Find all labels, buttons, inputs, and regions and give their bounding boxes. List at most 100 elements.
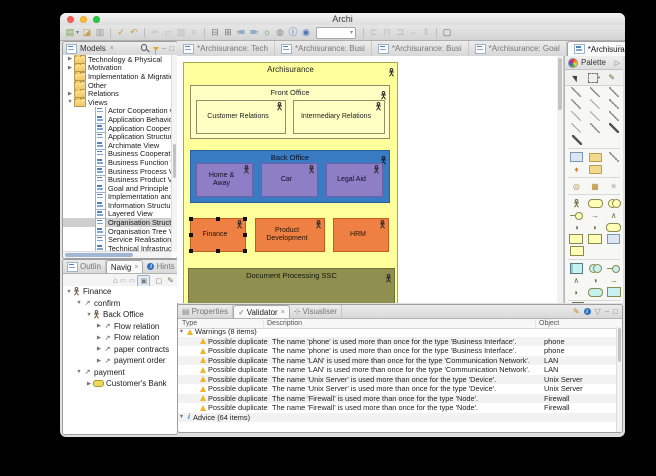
business-service[interactable] [604, 221, 623, 233]
navigator-item[interactable]: ▶Customer's Bank [63, 378, 177, 390]
search-icon[interactable] [140, 44, 150, 53]
minimize-panel-icon[interactable]: ‒ [604, 307, 610, 316]
close-icon[interactable]: × [280, 308, 285, 316]
tree-item[interactable]: Implementation & Migration [63, 72, 172, 81]
application-function[interactable]: ∧ [567, 274, 586, 286]
view-menu-icon[interactable]: ▽ [594, 307, 601, 316]
legal-aid-box[interactable]: Legal Aid [326, 163, 383, 197]
grouping[interactable] [586, 163, 605, 175]
collapse-all-button[interactable]: ⊟ [211, 27, 219, 37]
assessment[interactable]: ✳ [604, 180, 623, 192]
editor-tab[interactable]: *Archisurance: Busi [372, 41, 469, 56]
navigator-item[interactable]: ▼↗payment [63, 367, 177, 379]
stakeholder[interactable]: ◎ [567, 180, 586, 192]
tree-item[interactable]: Business Cooperation View [63, 149, 172, 159]
product[interactable] [567, 245, 586, 257]
tab-visualiser[interactable]: ⊹ Visualiser [290, 305, 343, 318]
assignment-relation[interactable] [567, 98, 586, 110]
tree-item[interactable]: ▼Views [63, 97, 172, 107]
navigator-item[interactable]: ▶↗Flow relation [63, 332, 177, 344]
minimize-panel-icon[interactable]: ‒ [161, 44, 167, 53]
tab-validator[interactable]: ✓ Validator × [233, 305, 290, 318]
format-painter-tool[interactable]: ✎ [604, 72, 619, 84]
junction[interactable] [604, 122, 623, 134]
business-interaction[interactable]: ◑ [567, 221, 586, 233]
tree-item[interactable]: Layered View [63, 209, 172, 219]
undo-button[interactable]: ↶ [130, 27, 138, 37]
navigator-item[interactable]: ▶↗paper contracts [63, 344, 177, 356]
match-width-button[interactable]: ⇔ [408, 27, 418, 37]
tree-item[interactable]: Service Realisation View [63, 235, 172, 245]
diagram-group[interactable] [586, 151, 605, 163]
column-description[interactable]: Description [264, 320, 536, 327]
outline-view-button[interactable]: ≔ [236, 27, 246, 37]
selection-handle[interactable] [189, 249, 193, 253]
explore-up-toggle[interactable]: ▢ [155, 277, 163, 285]
disclosure-triangle[interactable]: ▼ [76, 369, 82, 376]
validate-button[interactable]: ✓ [117, 27, 125, 37]
business-process[interactable]: → [586, 209, 605, 221]
disclosure-triangle[interactable]: ▼ [86, 311, 92, 318]
close-window-button[interactable] [67, 16, 74, 23]
hrm-box[interactable]: HRM [333, 218, 389, 252]
maximize-panel-icon[interactable]: □ [613, 307, 618, 316]
align-left-button[interactable]: ⊏ [370, 27, 378, 37]
layout-button[interactable]: ⊞ [224, 27, 232, 37]
realization-relation[interactable] [586, 98, 605, 110]
magic-connector[interactable] [567, 134, 586, 146]
filter-icon[interactable] [152, 46, 159, 55]
browser-button[interactable]: ◉ [302, 27, 310, 37]
paste-button[interactable]: ▨ [176, 27, 186, 37]
disclosure-triangle[interactable]: ▶ [86, 380, 92, 387]
column-type[interactable]: Type [178, 320, 264, 327]
editor-tab[interactable]: *Archisurance: Org× [566, 41, 625, 56]
maximize-panel-icon[interactable]: □ [169, 44, 174, 53]
explore-down-toggle[interactable]: ▣ [137, 274, 151, 287]
selection-handle[interactable] [189, 217, 193, 221]
align-right-button[interactable]: ⊐ [396, 27, 404, 37]
business-interface[interactable] [567, 209, 586, 221]
diagram-canvas[interactable]: Archisurance Front Office Customer Relat… [177, 56, 558, 303]
application-service[interactable] [586, 286, 605, 298]
triggering-relation[interactable] [604, 110, 623, 122]
document-processing-ssc-box[interactable]: Document Processing SSC [188, 268, 395, 303]
minimize-window-button[interactable] [80, 16, 87, 23]
composition-relation[interactable] [586, 86, 605, 98]
navigator-view-button[interactable]: ≕ [249, 27, 259, 37]
close-icon[interactable]: × [109, 45, 114, 52]
car-box[interactable]: Car [261, 163, 318, 197]
selection-handle[interactable] [243, 233, 247, 237]
tree-item[interactable]: Business Function View [63, 158, 172, 167]
selection-handle[interactable] [243, 249, 247, 253]
column-object[interactable]: Object [539, 320, 560, 327]
application-interaction[interactable]: ◑ [586, 274, 605, 286]
models-vertical-scrollbar[interactable] [171, 55, 177, 252]
application-event[interactable]: ◗ [567, 286, 586, 298]
business-actor[interactable] [567, 197, 586, 209]
association-relation[interactable] [586, 122, 605, 134]
cut-button[interactable]: ✂ [151, 27, 159, 37]
close-icon[interactable]: × [134, 263, 139, 271]
location[interactable]: ♦ [567, 163, 586, 175]
disclosure-triangle[interactable]: ▶ [67, 64, 73, 71]
data-object[interactable] [604, 286, 623, 298]
disclosure-triangle[interactable]: ▶ [67, 90, 73, 97]
tree-item[interactable]: Implementation and Installati [63, 192, 172, 202]
back-icon[interactable]: ⇦ [119, 276, 127, 285]
navigator-item[interactable]: ▶↗Flow relation [63, 321, 177, 333]
application-collaboration[interactable] [586, 262, 605, 274]
business-function[interactable]: ∧ [604, 209, 623, 221]
tree-item[interactable]: Application Cooperation View [63, 123, 172, 133]
home-icon[interactable]: ⌂ [113, 276, 118, 285]
delete-button[interactable]: × [191, 27, 197, 37]
tree-item[interactable]: Organisation Structure View [63, 218, 172, 227]
business-role[interactable] [586, 197, 605, 209]
specialization-relation[interactable] [567, 86, 586, 98]
tree-item[interactable]: Goal and Principle View [63, 183, 172, 193]
